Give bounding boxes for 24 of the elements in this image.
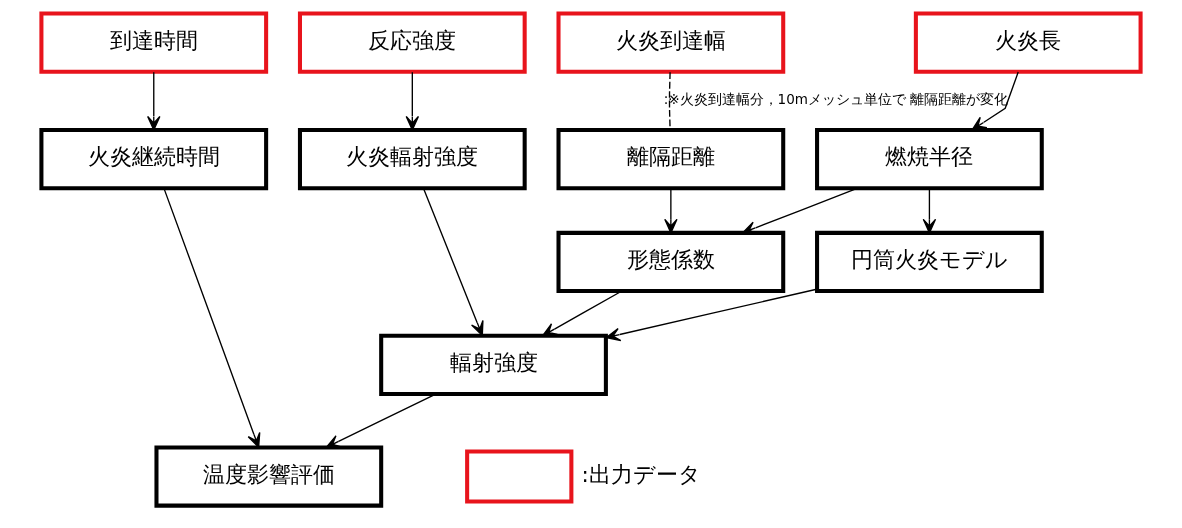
edge-label: :※火炎到達幅分，10mメッシュ単位で 離隔距離が変化 [663,91,1009,108]
node-box: 火炎継続時間 [39,127,269,191]
arrow [605,288,818,342]
arrow [325,393,437,448]
arrow [422,187,484,337]
node-box: 反応強度 [297,11,527,74]
arrow [542,290,623,337]
node-box: 火炎到達幅 [556,11,786,74]
node-box: 火炎輻射強度 [297,127,527,191]
node-box: 到達時間 [39,11,269,74]
arrow [163,187,261,448]
node-box: 温度影響評価 [154,445,384,508]
node-box: 形態係数 [556,230,786,294]
node-box: 離隔距離 [556,127,786,191]
arrow [147,71,161,131]
arrow [664,187,678,234]
node-box: 円筒火炎モデル [815,230,1044,294]
legend-label: :出力データ [581,461,701,487]
node-box: 輻射強度 [379,333,608,396]
arrow [922,187,937,234]
arrow [971,71,1019,131]
node-box: 燃焼半径 [815,127,1044,191]
arrow [405,71,420,131]
node-box: 火炎長 [913,11,1143,74]
